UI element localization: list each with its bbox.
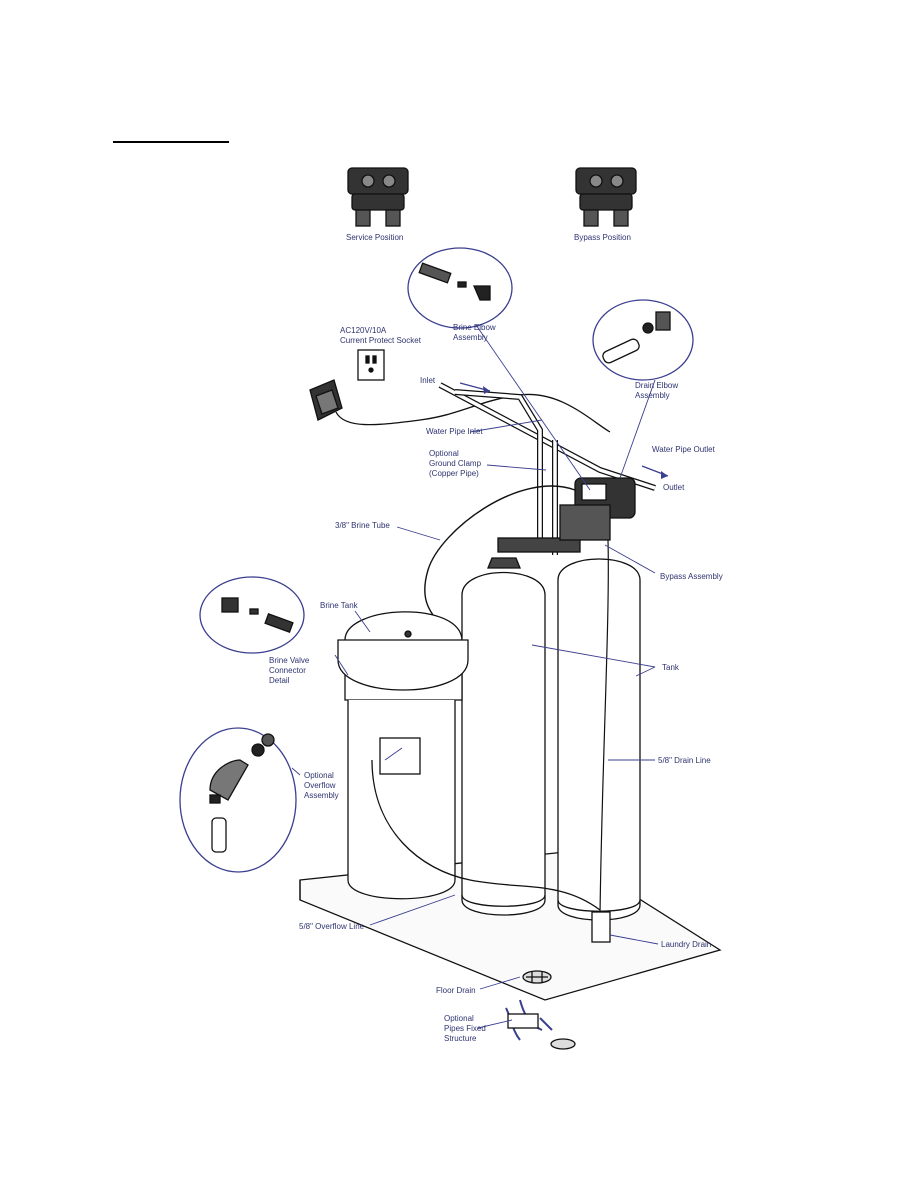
control-valve-head	[559, 477, 636, 541]
label-inlet: Inlet	[420, 376, 436, 385]
laundry-drain-standpipe	[591, 911, 611, 943]
bypass-manifold	[497, 537, 581, 553]
label-overflow-assembly: Optional Overflow Assembly	[304, 771, 339, 800]
label-tank: Tank	[662, 663, 679, 672]
brine-elbow-detail-circle	[407, 247, 513, 329]
label-brine-valve-connector: Brine Valve Connector Detail	[269, 656, 310, 685]
brine-elbow-parts-icon	[418, 262, 491, 301]
brine-tank	[337, 611, 469, 900]
drain-elbow-detail-circle	[592, 299, 694, 381]
power-adapter-icon	[309, 379, 343, 421]
label-laundry-drain: Laundry Drain	[661, 940, 712, 949]
resin-tank-rear	[557, 558, 641, 921]
label-service-position: Service Position	[346, 233, 404, 242]
overflow-assembly-detail-circle	[179, 727, 297, 873]
label-drain-elbow: Drain Elbow Assembly	[635, 381, 679, 400]
drain-line	[599, 539, 609, 916]
label-bypass-assembly: Bypass Assembly	[660, 572, 723, 581]
label-brine-elbow: Brine Elbow Assembly	[453, 323, 496, 342]
wall-socket-icon	[357, 349, 385, 381]
brine-valve-connector-parts-icon	[221, 597, 294, 633]
label-socket: AC120V/10A Current Protect Socket	[340, 326, 421, 345]
label-ground-clamp: Optional Ground Clamp (Copper Pipe)	[429, 449, 482, 478]
label-floor-drain: Floor Drain	[436, 986, 476, 995]
label-drain-line: 5/8" Drain Line	[658, 756, 711, 765]
floor-drain-grate-icon	[522, 970, 552, 984]
resin-tank-front	[461, 557, 546, 916]
pipes-fixed-structure-icon	[505, 999, 576, 1050]
heading-underline	[113, 141, 229, 143]
label-brine-tank: Brine Tank	[320, 601, 358, 610]
label-pipes-fixed: Optional Pipes Fixed Structure	[444, 1014, 486, 1043]
label-brine-tube: 3/8" Brine Tube	[335, 521, 390, 530]
label-outlet: Outlet	[663, 483, 685, 492]
overflow-line	[371, 759, 601, 911]
label-water-pipe-outlet: Water Pipe Outlet	[652, 445, 715, 454]
overflow-assembly-parts-icon	[209, 733, 275, 853]
label-bypass-position: Bypass Position	[574, 233, 631, 242]
bypass-position-valve-icon	[575, 167, 637, 227]
drain-elbow-parts-icon	[602, 311, 671, 364]
label-water-pipe-inlet: Water Pipe Inlet	[426, 427, 483, 436]
brine-valve-connector-detail-circle	[199, 576, 305, 654]
label-overflow-line: 5/8" Overflow Line	[299, 922, 365, 931]
service-position-valve-icon	[347, 167, 409, 227]
